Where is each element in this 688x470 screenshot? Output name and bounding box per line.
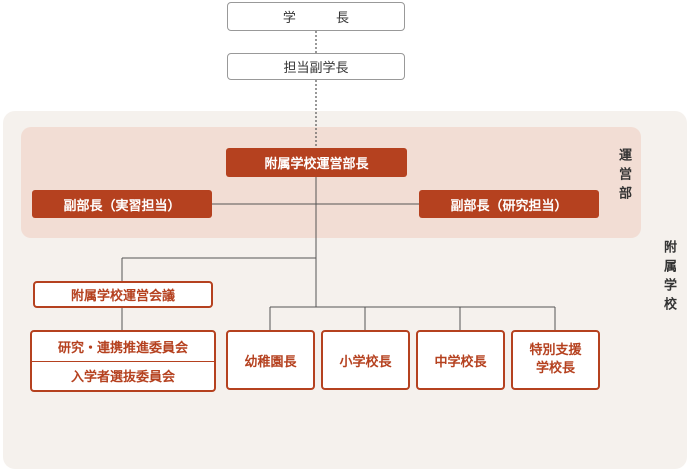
committee-2-label: 入学者選抜委員会	[70, 370, 175, 386]
deputy-research-label: 副部長（研究担当）	[450, 198, 568, 214]
director-box: 附属学校運営部長	[226, 148, 407, 177]
committees-box: 研究・連携推進委員会 入学者選抜委員会	[30, 330, 216, 392]
deputy-practice-label: 副部長（実習担当）	[63, 198, 181, 214]
elementary-principal-box: 小学校長	[321, 330, 410, 390]
principal-label: 幼稚園長	[244, 354, 297, 370]
president-box: 学 長	[227, 2, 405, 31]
special-support-principal-box: 特別支援 学校長	[511, 330, 600, 390]
president-label: 学 長	[282, 11, 368, 26]
council-box: 附属学校運営会議	[33, 281, 213, 308]
director-label: 附属学校運営部長	[264, 157, 369, 172]
committee-2: 入学者選抜委員会	[32, 362, 214, 391]
management-region	[21, 127, 641, 238]
council-label: 附属学校運営会議	[70, 289, 175, 304]
kindergarten-principal-box: 幼稚園長	[226, 330, 315, 390]
committee-1: 研究・連携推進委員会	[32, 332, 214, 362]
vice-president-box: 担当副学長	[227, 53, 405, 80]
committee-1-label: 研究・連携推進委員会	[57, 340, 188, 356]
management-section-label: 運営部	[616, 148, 631, 205]
deputy-research-box: 副部長（研究担当）	[419, 190, 599, 218]
principal-label-line2: 学校長	[535, 361, 575, 376]
vice-president-label: 担当副学長	[283, 61, 349, 76]
junior-high-principal-box: 中学校長	[416, 330, 505, 390]
principal-label-line1: 特別支援	[529, 343, 582, 358]
principal-label: 小学校長	[339, 354, 392, 370]
schools-section-label: 附属学校	[661, 240, 676, 316]
principal-label: 中学校長	[434, 354, 487, 370]
deputy-practice-box: 副部長（実習担当）	[32, 190, 212, 218]
